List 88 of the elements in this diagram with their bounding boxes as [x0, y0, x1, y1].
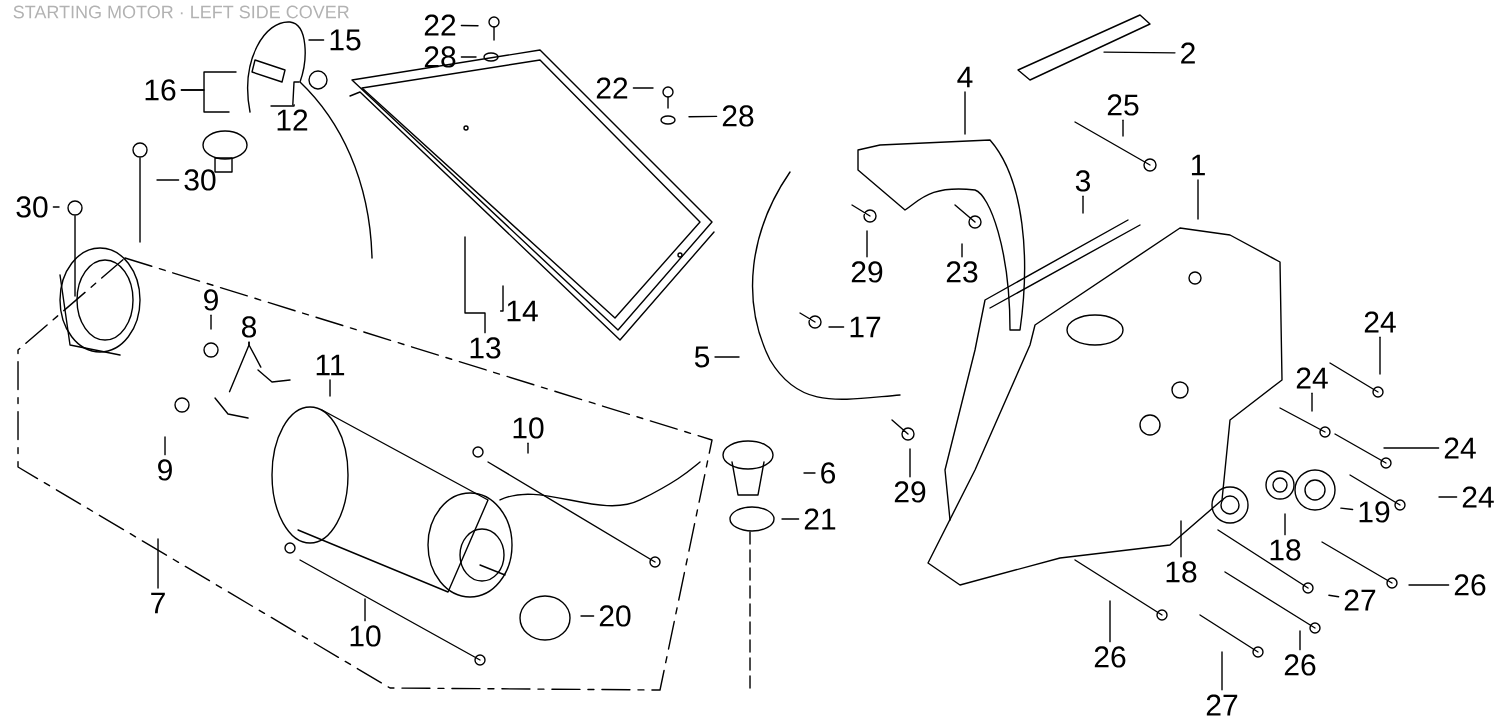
leader-line — [1109, 600, 1111, 643]
callout-number: 11 — [316, 354, 345, 376]
leader-line — [270, 104, 295, 107]
leader-line — [1340, 507, 1354, 511]
callout-number: 24 — [1364, 311, 1396, 333]
callout-number: 22 — [596, 77, 628, 99]
callout-number: 20 — [599, 605, 631, 627]
leader-line — [961, 243, 963, 258]
callout-number: 4 — [957, 66, 973, 88]
callout-number: 24 — [1296, 367, 1328, 389]
leader-line — [714, 356, 740, 358]
callout-number: 27 — [1206, 694, 1238, 716]
callout-number: 27 — [1344, 589, 1376, 611]
leader-line — [632, 87, 654, 89]
callout-number: 30 — [184, 169, 216, 191]
callout-number: 7 — [151, 592, 165, 614]
leader-line — [164, 436, 166, 456]
callout-number: 12 — [277, 109, 308, 131]
leader-line — [688, 115, 718, 118]
callout-number: 29 — [894, 481, 926, 503]
leader-line — [527, 442, 529, 454]
leader-line — [1328, 594, 1340, 598]
leader-line — [1408, 584, 1450, 586]
leader-line — [156, 179, 180, 181]
leader-line — [1379, 336, 1381, 375]
leader-line — [1383, 447, 1440, 449]
callout-number: 28 — [722, 105, 754, 127]
callout-number: 9 — [204, 289, 218, 311]
leader-line — [499, 285, 504, 312]
leader-line — [52, 206, 60, 208]
leader-line — [364, 598, 366, 622]
callout-number: 14 — [507, 300, 538, 322]
leader-line — [1221, 651, 1223, 691]
leader-line — [1197, 179, 1199, 220]
leader-line — [866, 230, 868, 258]
callout-number: 13 — [470, 337, 501, 359]
callout-number: 19 — [1359, 501, 1390, 523]
leader-line — [1311, 392, 1313, 412]
leader-line — [464, 236, 486, 334]
leader-line — [292, 81, 300, 106]
leader-line — [1082, 195, 1084, 214]
callout-number: 1 — [1191, 154, 1205, 176]
callout-number: 3 — [1075, 170, 1091, 192]
leader-line — [460, 56, 477, 58]
leader-line — [828, 326, 845, 328]
leader-line — [1284, 513, 1286, 536]
callout-number: 10 — [350, 625, 381, 647]
leader-line — [308, 39, 325, 41]
callout-number: 2 — [1181, 42, 1195, 64]
callout-number: 30 — [16, 196, 48, 218]
callout-number: 25 — [1107, 94, 1139, 116]
callout-number: 6 — [821, 462, 836, 484]
callout-number: 29 — [851, 261, 883, 283]
callout-number: 15 — [330, 29, 361, 51]
title: STARTING MOTOR · LEFT SIDE COVER — [13, 5, 349, 19]
callout-number: 18 — [1166, 561, 1197, 583]
leader-line — [460, 24, 479, 27]
callout-number: 10 — [513, 417, 544, 439]
callout-number: 21 — [804, 508, 836, 530]
callout-number: 22 — [424, 14, 456, 36]
callout-number: 23 — [946, 261, 978, 283]
leader-line — [1180, 520, 1182, 558]
leader-line — [781, 518, 800, 520]
callout-number: 16 — [145, 79, 176, 101]
leader-line — [803, 472, 816, 474]
leader-line — [228, 341, 250, 393]
leader-line — [180, 89, 230, 113]
callout-number: 18 — [1270, 539, 1301, 561]
callout-number: 5 — [694, 346, 710, 368]
callout-number: 28 — [424, 46, 456, 68]
leader-line — [1299, 630, 1301, 651]
leader-line — [210, 314, 212, 330]
callout-number: 9 — [158, 459, 172, 481]
leader-line — [1438, 496, 1458, 498]
callout-number: 24 — [1462, 486, 1494, 508]
callout-number: 8 — [242, 316, 257, 338]
leader-line — [1122, 119, 1124, 137]
leader-line — [580, 615, 595, 617]
callout-number: 26 — [1094, 646, 1126, 668]
leader-line — [157, 538, 159, 589]
callout-number: 17 — [850, 316, 881, 338]
callout-number: 26 — [1454, 574, 1486, 596]
callout-number: 26 — [1284, 654, 1316, 676]
leader-line — [329, 379, 331, 397]
leader-line — [909, 448, 911, 478]
leader-line — [1103, 51, 1176, 54]
leader-line — [964, 91, 966, 135]
callout-number: 24 — [1444, 437, 1476, 459]
